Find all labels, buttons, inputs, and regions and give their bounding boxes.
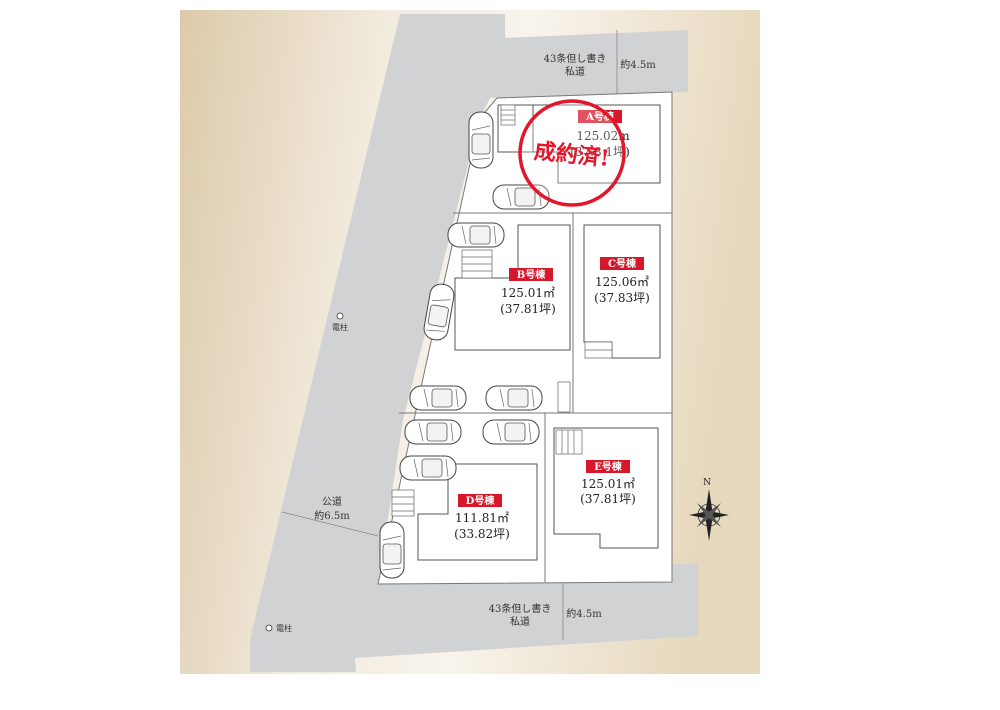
road-label-top-2: 私道 [565,65,585,78]
lot-tsubo: (33.82坪) [454,527,510,541]
lot-lines [399,212,672,582]
road-divider-public [281,511,379,537]
lot-c-label: C号棟 125.06㎡ (37.83坪) [594,257,650,305]
lot-badge-text: C号棟 [608,257,637,270]
lot-area: 125.06㎡ [595,275,649,289]
lot-badge [458,494,502,507]
lot-badge [586,460,630,473]
lot-badge-text: D号棟 [466,494,496,507]
road-width-bottom: 約4.5m [566,607,602,620]
car-icon [447,222,505,248]
lot-e-label: E号棟 125.01㎡ (37.81坪) [580,460,636,506]
stamp-circle [518,99,626,207]
lot-a-label: A号棟 125.02m (37.8 1坪) [570,110,630,159]
lot-b-label: B号棟 125.01㎡ (37.81坪) [500,268,556,316]
lot-badge-text: B号棟 [517,268,546,281]
road-label-bottom-2: 私道 [510,615,530,628]
compass-icon: N [689,478,729,541]
road-area [250,14,698,672]
road-width-top: 約4.5m [620,58,656,71]
car-icon [485,385,543,411]
lot-badge-text: E号棟 [594,460,623,473]
compass-north-label: N [703,478,711,488]
lot-tsubo: (37.81坪) [500,302,556,316]
road-label-top-1: 43条但し書き [544,52,607,65]
stairs [391,104,613,517]
car-icon [468,111,494,169]
utility-pole-icon [265,624,273,632]
road-width-public: 約6.5m [314,509,350,522]
lot-tsubo: (37.83坪) [594,291,650,305]
lot-area: 125.02m [576,129,630,143]
lot-badge [509,268,553,281]
utility-pole-label: 電柱 [276,623,292,633]
car-icon [404,419,462,445]
lot-d-label: D号棟 111.81㎡ (33.82坪) [454,494,510,541]
car-icon [409,385,467,411]
lot-tsubo: (37.8 1坪) [570,145,630,159]
utility-pole-icon [336,312,344,320]
lot-tsubo: (37.81坪) [580,492,636,506]
lot-area: 111.81㎡ [455,511,509,525]
lot-area: 125.01㎡ [501,286,555,300]
utility-pole-label: 電柱 [332,322,348,332]
sold-stamp: 成約済! [518,99,626,207]
road-label-bottom-1: 43条但し書き [489,602,552,615]
car-icon [379,521,405,579]
lot-area: 125.01㎡ [581,477,635,491]
lot-badge [600,257,644,270]
car-icon [399,455,457,481]
road-label-public: 公道 [322,495,342,508]
car-icon [482,419,540,445]
